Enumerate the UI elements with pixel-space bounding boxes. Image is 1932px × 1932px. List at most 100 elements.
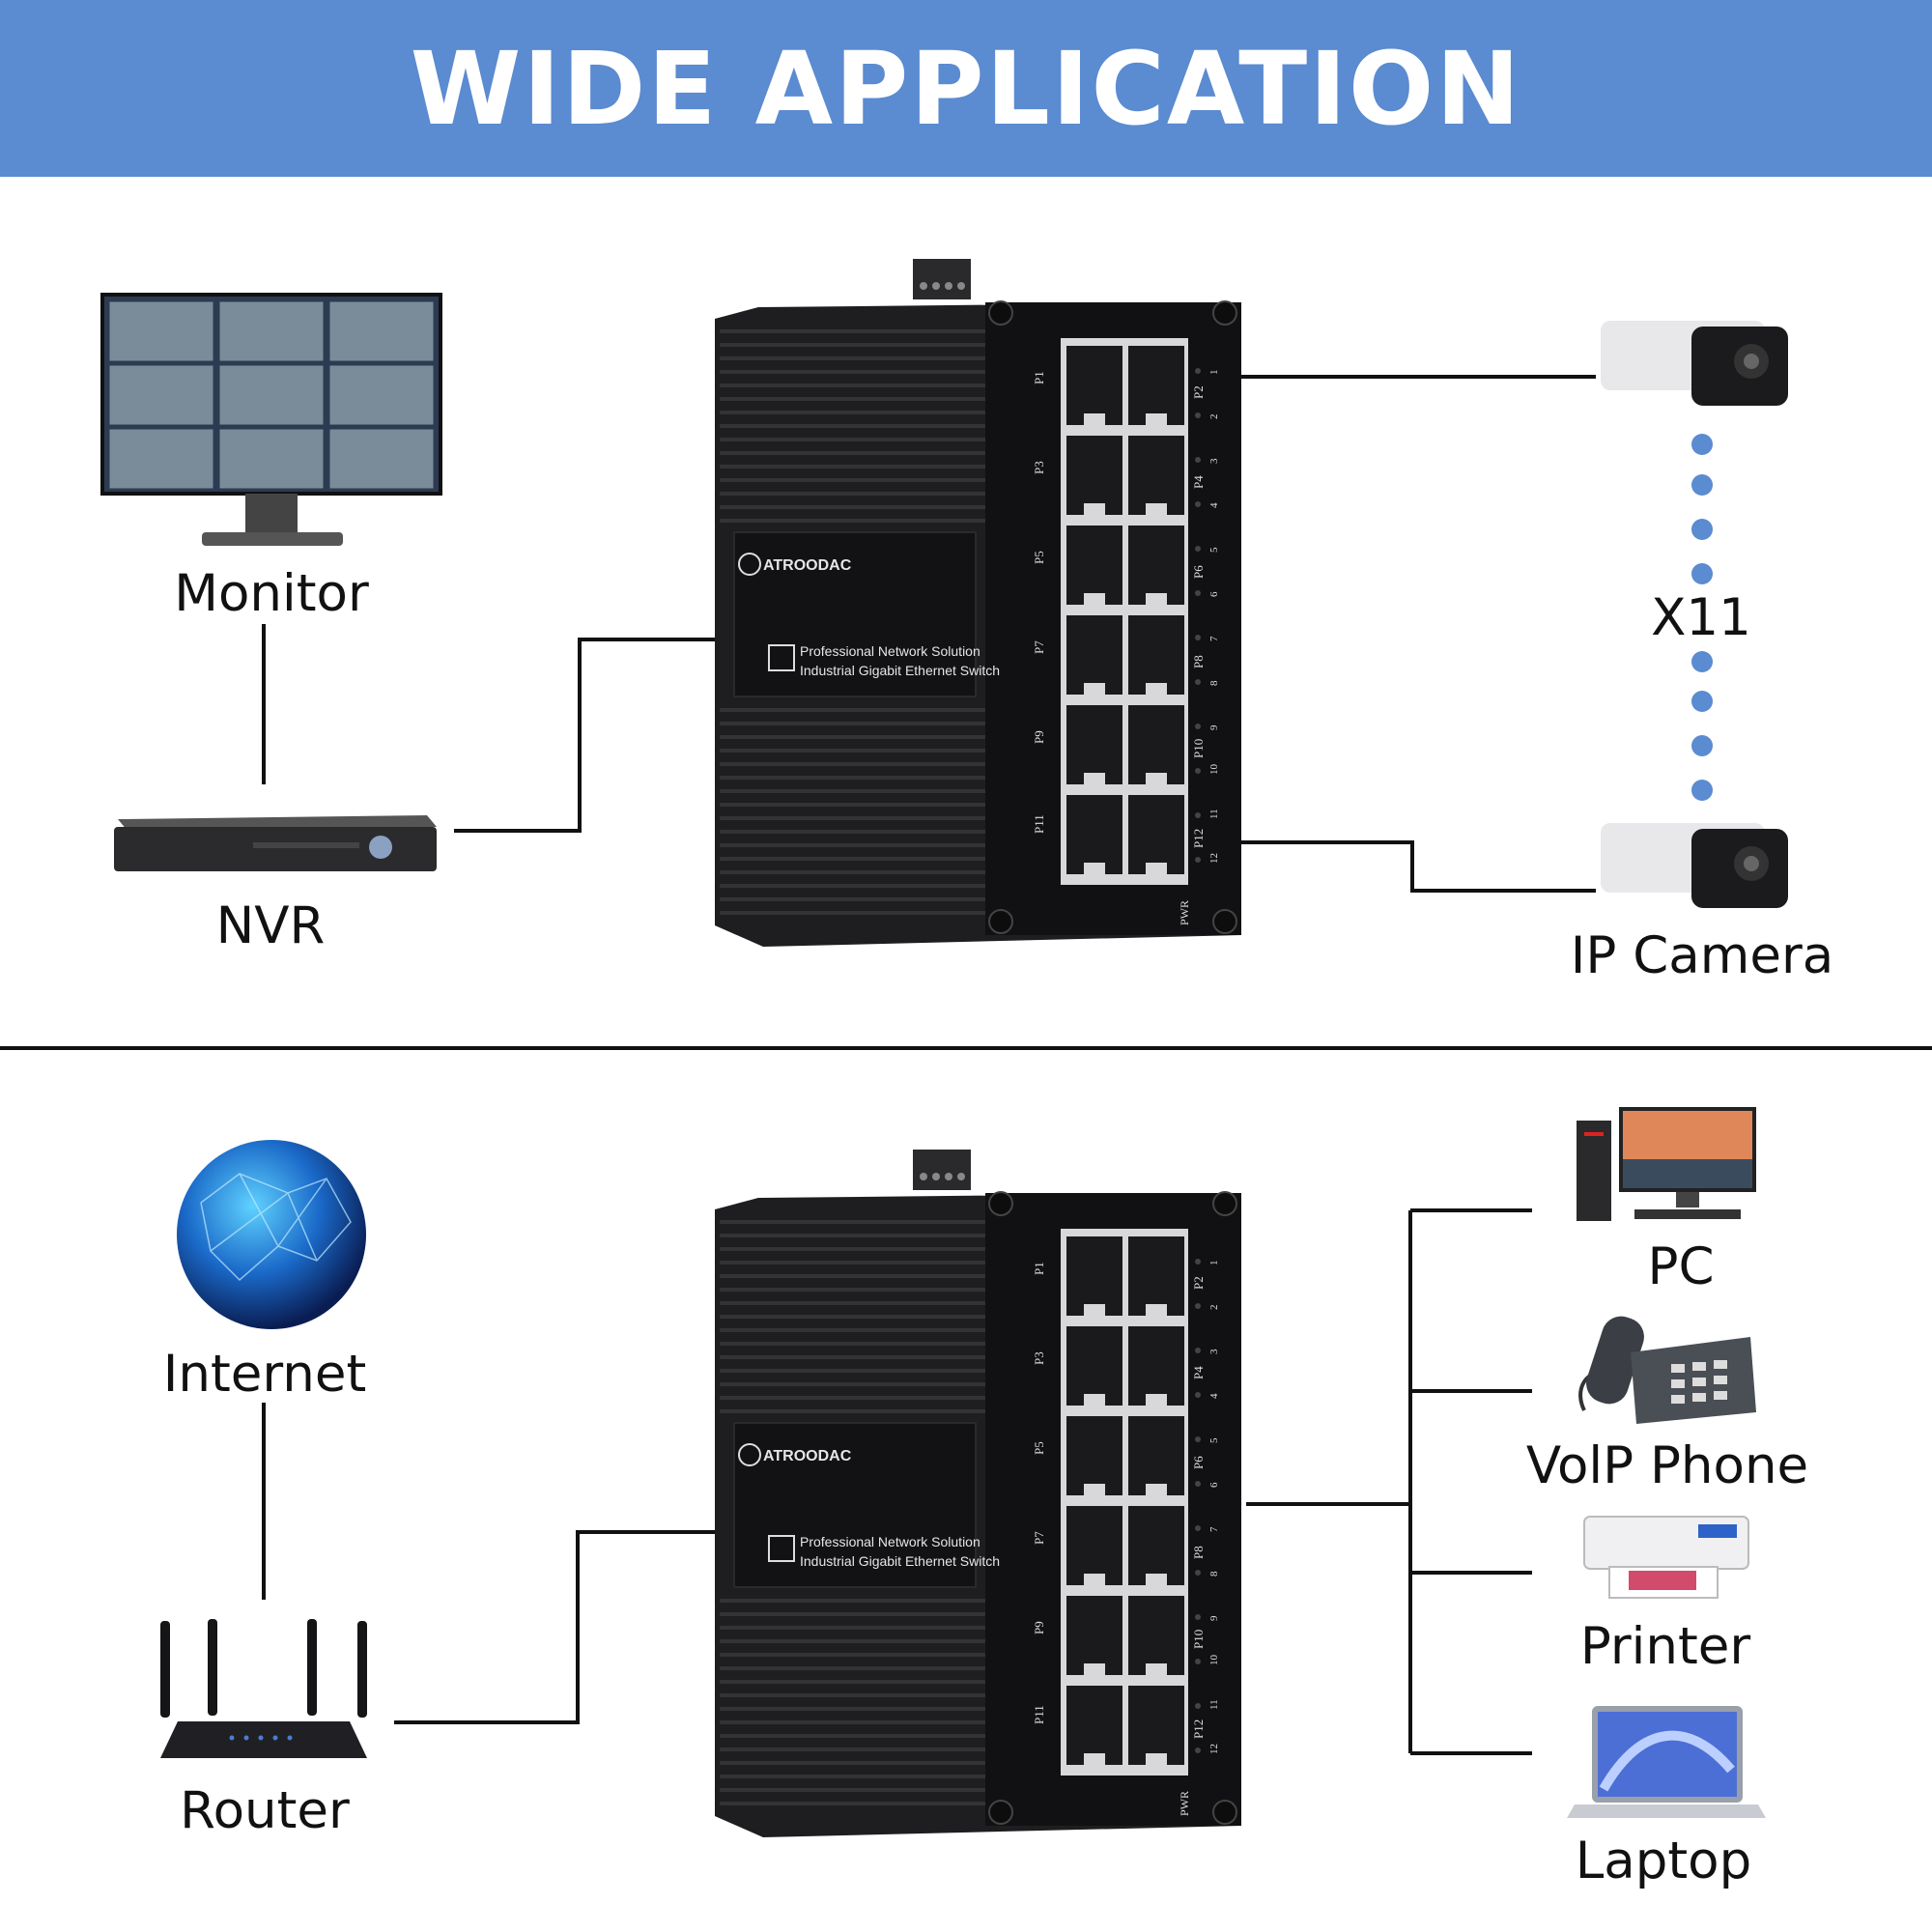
screw-icon [1212, 300, 1237, 326]
screw-icon [988, 300, 1013, 326]
led-number: 4 [1208, 502, 1220, 508]
globe-icon [177, 1140, 366, 1329]
rj45-port [1128, 1236, 1184, 1316]
status-led [1195, 457, 1201, 463]
led-number: 3 [1208, 1349, 1220, 1354]
port-label: P10 [1191, 1630, 1206, 1649]
port-label: P2 [1191, 385, 1206, 399]
page-title: WIDE APPLICATION [410, 29, 1522, 148]
ip-camera-icon [1601, 321, 1788, 406]
status-led [1195, 1570, 1201, 1576]
led-number: 3 [1208, 458, 1220, 464]
rj45-port [1128, 795, 1184, 874]
screw-icon [1212, 909, 1237, 934]
screw-icon [1212, 1800, 1237, 1825]
rj45-port [1066, 436, 1122, 515]
port-label: P12 [1191, 829, 1206, 848]
status-led [1195, 1659, 1201, 1664]
led-number: 9 [1208, 1615, 1220, 1621]
port-label: P9 [1032, 730, 1046, 744]
rj45-port [1128, 436, 1184, 515]
led-number: 6 [1208, 591, 1220, 597]
port-block [1061, 1229, 1188, 1776]
port-label: P6 [1191, 565, 1206, 579]
screw-icon [1212, 1191, 1237, 1216]
port-label: P8 [1191, 1546, 1206, 1559]
status-led [1195, 768, 1201, 774]
port-label: P5 [1032, 551, 1046, 564]
router-switch-line [394, 1530, 715, 1724]
led-number: 7 [1208, 1526, 1220, 1532]
laptop-icon [1567, 1706, 1766, 1818]
led-number: 12 [1208, 853, 1220, 864]
led-number: 5 [1208, 547, 1220, 553]
port-label: P8 [1191, 655, 1206, 668]
rj45-port [1128, 346, 1184, 425]
router-label: Router [180, 1781, 350, 1840]
terminal-block [913, 259, 971, 299]
pc-icon [1577, 1107, 1756, 1221]
status-led [1195, 1614, 1201, 1620]
led-number: 1 [1208, 1261, 1220, 1266]
ip-camera-icon [1601, 823, 1788, 908]
printer-icon [1583, 1516, 1749, 1599]
nvr-label: NVR [215, 896, 326, 955]
port-label: P12 [1191, 1719, 1206, 1739]
title-banner: WIDE APPLICATION [0, 0, 1932, 177]
rj45-port [1066, 346, 1122, 425]
port-label: P11 [1032, 1705, 1046, 1724]
status-led [1195, 1348, 1201, 1353]
rj45-port [1128, 1326, 1184, 1406]
switch-line1: Professional Network Solution [800, 643, 980, 659]
status-led [1195, 812, 1201, 818]
rj45-port [1128, 526, 1184, 605]
port-label: P2 [1191, 1276, 1206, 1290]
terminal-block [913, 1150, 971, 1190]
port-label: P4 [1191, 475, 1206, 489]
rj45-port [1066, 705, 1122, 784]
status-led [1195, 679, 1201, 685]
led-number: 6 [1208, 1482, 1220, 1488]
switch-line2: Industrial Gigabit Ethernet Switch [800, 1553, 1000, 1569]
camera-count-label: X11 [1651, 588, 1751, 647]
port-label: P1 [1032, 1262, 1046, 1275]
rj45-port [1066, 526, 1122, 605]
led-number: 11 [1208, 1699, 1220, 1710]
label-plate [733, 531, 977, 697]
screw-icon [988, 1191, 1013, 1216]
rj45-port [1066, 1686, 1122, 1765]
led-number: 11 [1208, 809, 1220, 819]
rj45-port [1066, 1326, 1122, 1406]
screw-icon [988, 909, 1013, 934]
ethernet-icon [768, 1535, 795, 1562]
port-label: P10 [1191, 739, 1206, 758]
section-divider [0, 1046, 1932, 1050]
voip-phone-label: VolP Phone [1525, 1436, 1809, 1495]
led-number: 7 [1208, 636, 1220, 641]
rj45-port [1128, 1596, 1184, 1675]
status-led [1195, 590, 1201, 596]
phone-icon [1578, 1316, 1756, 1424]
led-number: 5 [1208, 1437, 1220, 1443]
ip-camera-label: IP Camera [1570, 926, 1834, 985]
status-led [1195, 1481, 1201, 1487]
port-label: P1 [1032, 371, 1046, 384]
screw-icon [988, 1800, 1013, 1825]
rj45-port [1128, 705, 1184, 784]
led-number: 4 [1208, 1393, 1220, 1399]
led-number: 10 [1208, 764, 1220, 776]
port-label: P7 [1032, 1531, 1046, 1545]
rj45-port [1066, 615, 1122, 695]
nvr-switch-line [454, 638, 715, 833]
rj45-port [1128, 1506, 1184, 1585]
brand-logo-icon [738, 1443, 761, 1466]
rj45-port [1066, 1506, 1122, 1585]
port-label: P5 [1032, 1441, 1046, 1455]
laptop-label: Laptop [1575, 1832, 1752, 1890]
port-label: P4 [1191, 1366, 1206, 1379]
led-number: 2 [1208, 414, 1220, 420]
rj45-port [1128, 615, 1184, 695]
